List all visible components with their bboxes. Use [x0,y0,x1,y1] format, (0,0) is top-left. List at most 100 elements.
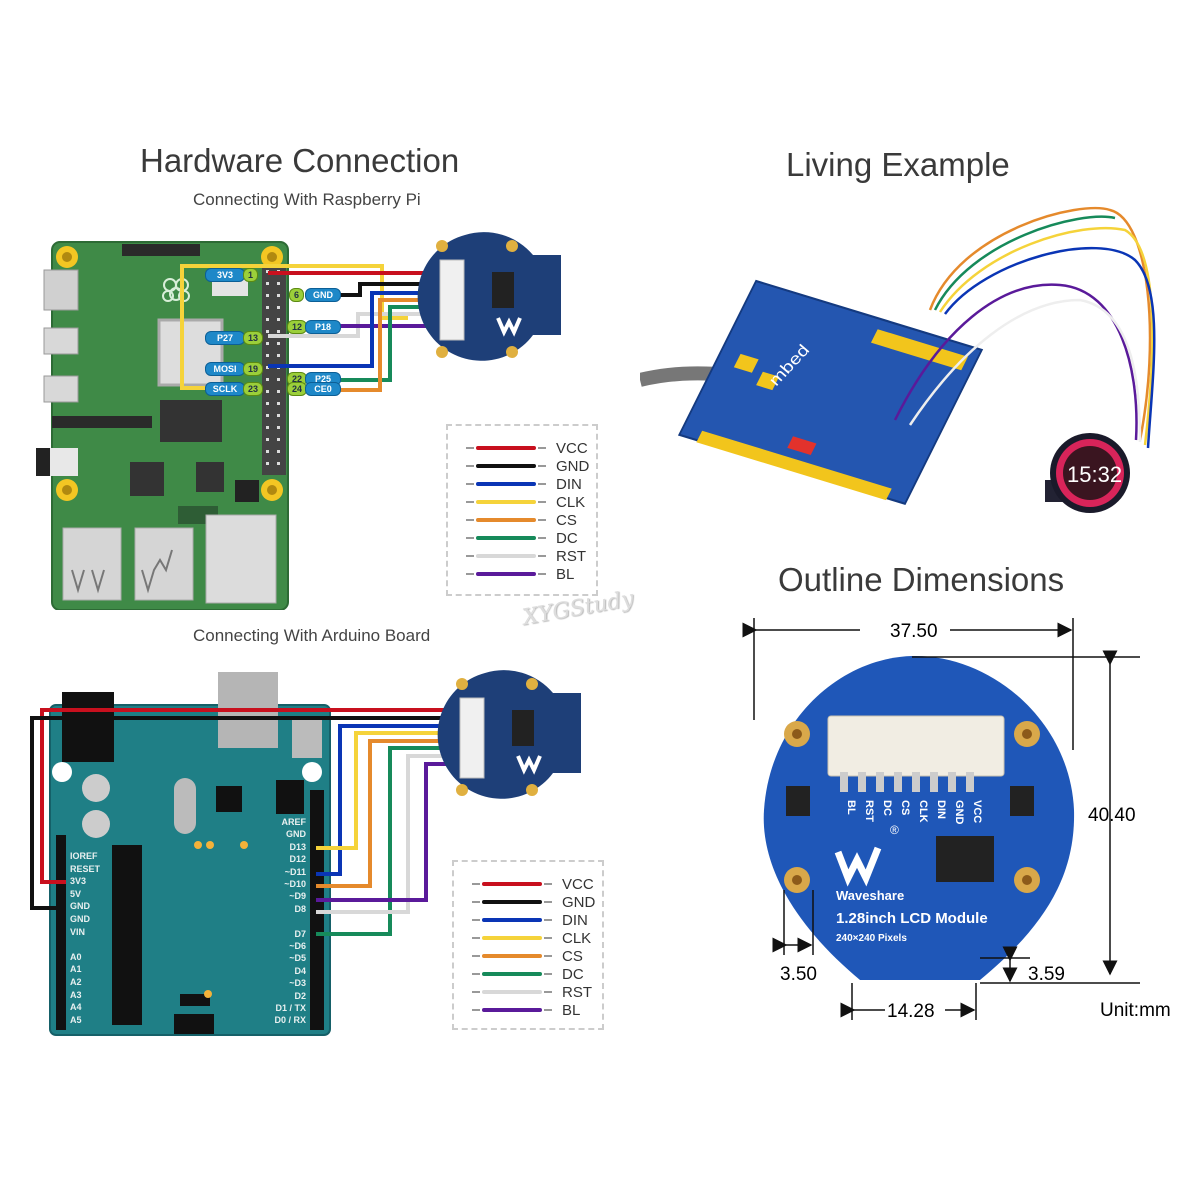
rpi-pin-number: 24 [287,382,308,396]
arduino-pin-label: ~D3 [289,978,306,989]
rpi-pin-label: 3V3 [205,268,245,282]
usb-port [62,527,122,601]
arduino-pin-label: A2 [70,977,82,987]
lcd-module-small [437,670,581,799]
arduino-wiring-diagram [30,670,581,1036]
legend-item: GND [466,457,589,475]
arduino-pin-label: 3V3 [70,876,87,887]
pin-lead [930,772,938,792]
legend-item: DIN [472,911,588,929]
module-resolution: 240×240 Pixels [836,933,907,944]
microcontroller-chip [112,845,142,1025]
hardware-connection-title: Hardware Connection [140,142,460,179]
left-header [56,835,66,1030]
pin-lead [840,772,848,792]
display-clock-time: 15:32 [1067,462,1122,487]
unit-label: Unit:mm [1100,1000,1171,1021]
legend-swatch [466,446,546,450]
wire-din [316,724,480,876]
ethernet-port [205,514,277,604]
legend-item: DIN [466,475,582,493]
arduino-pin-label: ~D9 [289,891,306,902]
module-pin-label: CLK [917,800,929,823]
arduino-subtitle: Connecting With Arduino Board [193,626,431,645]
legend-item: DC [466,529,578,547]
arduino-pin-label: A0 [70,951,82,962]
legend-swatch [472,954,552,958]
arduino-pin-label: ~D11 [284,866,306,877]
gpio-header [262,265,286,475]
dimension-lines [742,618,1140,1020]
legend-item: VCC [472,875,594,893]
arduino-pin-label: ~D6 [289,941,306,951]
legend-swatch [466,554,546,558]
legend-swatch [472,972,552,976]
rpi-pin-label: P27 [205,331,245,345]
waveshare-logo-icon [496,317,522,337]
arduino-pin-label: GND [70,901,90,912]
mbed-board: mbed [677,279,984,505]
waveshare-logo-icon [516,755,542,775]
legend-item: GND [472,893,595,911]
legend-swatch [472,882,552,886]
wire-dc [316,746,480,936]
pin-lead [876,772,884,792]
usb-port [134,527,194,601]
arduino-pin-label: D7 [294,928,306,939]
arduino-pin-label: GND [70,914,90,924]
legend-item: CS [472,947,583,965]
wire-din [268,291,450,368]
pin-lead [966,772,974,792]
dimension-hole-offset: 3.50 [780,964,817,985]
arduino-pin-label: IOREF [70,851,98,861]
rpi-pin-label: CE0 [305,382,341,396]
soc-chip [157,318,224,387]
round-lcd-display [1045,433,1130,513]
legend-swatch [472,1008,552,1012]
arduino-pin-label: AREF [281,817,307,827]
legend-item: CLK [466,493,585,511]
module-pin-label: DC [881,800,893,816]
legend-item: VCC [466,439,588,457]
rpi-subtitle: Connecting With Raspberry Pi [193,190,421,209]
arduino-pin-label: D8 [294,903,306,914]
rpi-pin-label: P18 [305,320,341,334]
legend-item: CS [466,511,577,529]
arduino-pin-label: ~D5 [289,953,306,964]
wire-vcc [40,708,480,884]
legend-swatch [466,464,546,468]
module-pin-label: DIN [935,800,947,819]
rpi-pin-number: 19 [243,362,264,376]
legend-item: CLK [472,929,591,947]
arduino-pin-label: A1 [70,964,82,975]
arduino-pin-label: GND [286,829,306,840]
arduino-pin-label: D12 [289,854,306,865]
legend-swatch [472,990,552,994]
reset-button [292,718,322,758]
module-pin-label: BL [845,800,857,815]
arduino-pin-label: D4 [294,965,306,976]
wire-gnd [30,716,480,910]
legend-item: DC [472,965,584,983]
legend-swatch [466,500,546,504]
legend-item: RST [472,983,592,1001]
rpi-pin-label: MOSI [205,362,245,376]
lcd-module-back [763,655,1075,980]
module-brand: Waveshare [836,888,904,903]
legend-swatch [472,918,552,922]
module-pin-label: GND [953,800,965,825]
arduino-pin-label: D2 [294,990,306,1001]
legend-item: BL [466,565,574,583]
rpi-pin-label: GND [305,288,341,302]
dimension-height: 40.40 [1088,805,1136,826]
module-name: 1.28inch LCD Module [836,910,988,927]
legend-swatch [472,936,552,940]
wire-color-legend-rpi: VCC GND DIN CLK CS DC RST BL [446,424,598,596]
module-pin-label: VCC [971,800,983,823]
dimension-width: 37.50 [890,621,938,642]
wire-gnd [336,282,450,297]
module-pin-label: CS [899,800,911,815]
legend-swatch [466,536,546,540]
